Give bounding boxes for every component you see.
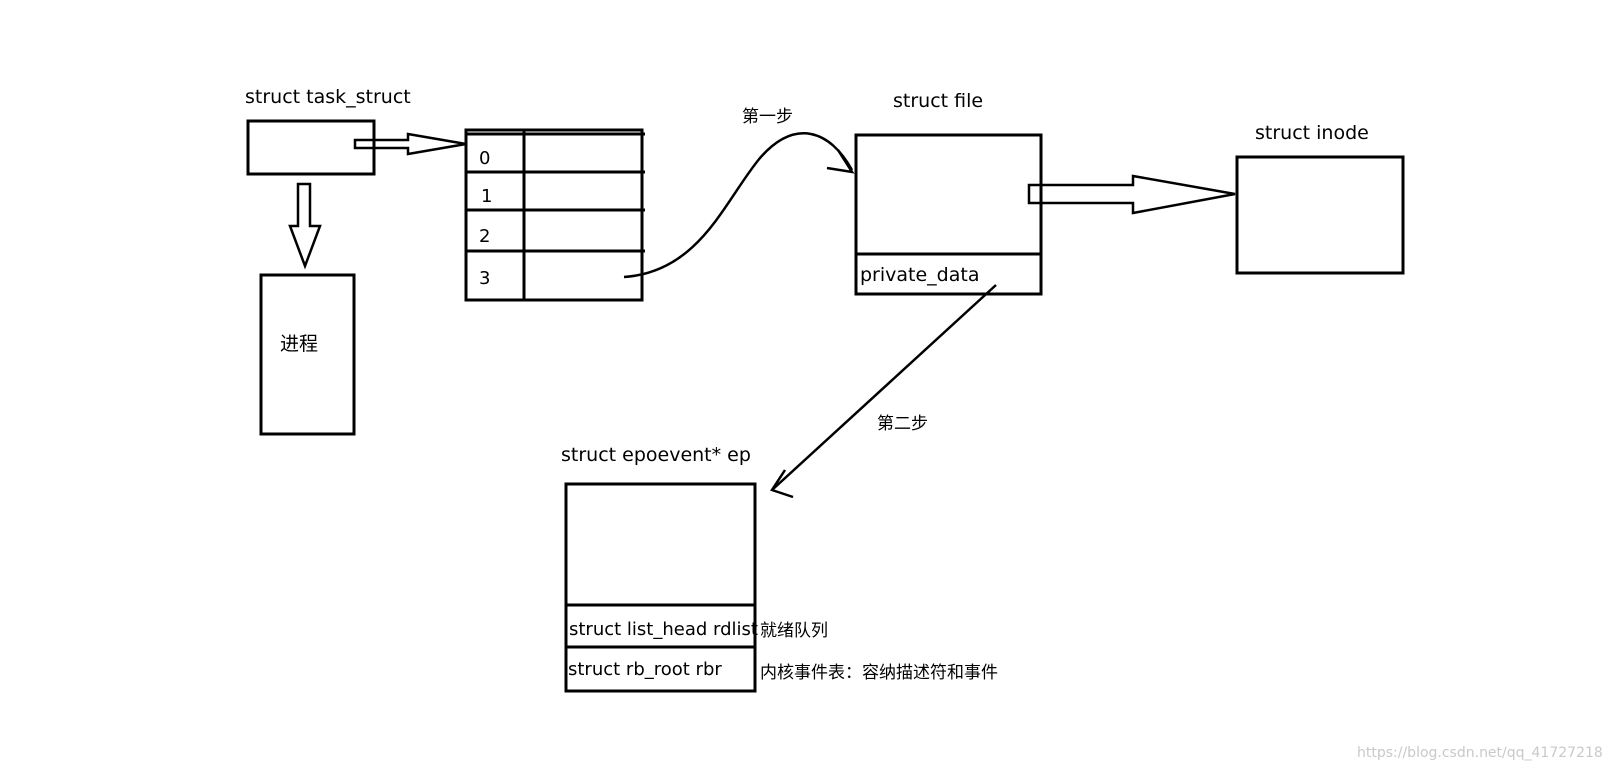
step1-arrowhead [826, 149, 855, 174]
fd-row-label: 2 [479, 226, 490, 247]
inode-box [1235, 155, 1405, 275]
task-to-process-arrow [288, 182, 322, 270]
step1-label: 第一步 [742, 107, 793, 127]
file-label: struct file [893, 90, 983, 112]
rdlist-field: struct list_head rdlist [569, 619, 758, 640]
fd-table: 0 1 2 3 [464, 128, 645, 302]
step2-line-arrow [771, 284, 997, 491]
fd-row-label: 1 [481, 186, 492, 207]
step2-label: 第二步 [877, 414, 928, 434]
rdlist-note: 就绪队列 [760, 621, 828, 641]
process-label: 进程 [280, 333, 318, 355]
rbr-note: 内核事件表：容纳描述符和事件 [760, 663, 998, 683]
watermark-text: https://blog.csdn.net/qq_41727218 [1357, 745, 1603, 761]
step1-curve-arrow [623, 132, 854, 279]
epoevent-box [564, 482, 757, 693]
process-box [259, 273, 356, 436]
fd-row-label: 0 [479, 148, 490, 169]
inode-label: struct inode [1255, 122, 1369, 144]
step2-arrowhead [770, 469, 794, 499]
rbr-field: struct rb_root rbr [568, 659, 722, 680]
private-data-label: private_data [860, 264, 979, 286]
fd-row-label: 3 [479, 268, 490, 289]
fd-table-frame [464, 128, 644, 302]
file-box [854, 133, 1043, 296]
file-to-inode-arrow [1027, 174, 1236, 215]
epoevent-label: struct epoevent* ep [561, 444, 751, 466]
task-to-fdtable-arrow [353, 132, 467, 156]
task-struct-label: struct task_struct [245, 86, 411, 108]
